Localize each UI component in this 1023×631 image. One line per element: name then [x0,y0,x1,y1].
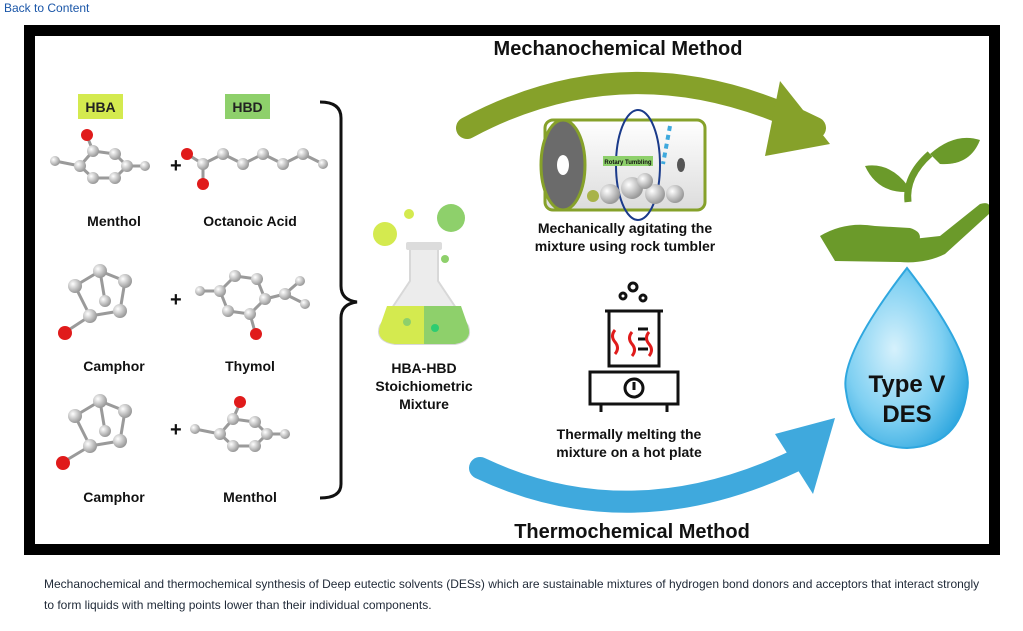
hbd-name-3: Menthol [223,489,277,505]
menthol-molecule-2 [190,396,290,452]
camphor-molecule-1 [58,264,132,340]
des-droplet-icon [844,266,969,450]
plant-hand-icon [820,137,989,263]
des-synthesis-diagram: HBA HBD + [50,38,989,543]
thermo-title: Thermochemical Method [514,521,750,543]
rock-tumbler-icon: Rotary Tumbling [539,109,707,221]
camphor-molecule-2 [56,394,132,470]
thymol-molecule [195,270,310,340]
tumbler-tag: Rotary Tumbling [604,160,652,166]
grouping-brace [319,100,358,500]
plus-sign-2: + [170,289,182,311]
hbd-name-2: Thymol [225,358,275,374]
figure-caption: Mechanochemical and thermochemical synth… [44,577,980,612]
hba-name-2: Camphor [83,358,145,374]
hbd-tag-label: HBD [232,99,262,115]
flask-icon [373,204,471,345]
hbd-tag [225,94,270,119]
product-label-line-2: DES [882,401,931,428]
hba-name-1: Menthol [87,213,141,229]
mixture-label-line-1: HBA-HBD [391,360,456,376]
hba-name-3: Camphor [83,489,145,505]
figure-canvas: HBA HBD + [35,36,989,544]
octanoic-acid-molecule [181,148,328,190]
product-label-line-1: Type V [869,371,946,398]
figure-frame: HBA HBD + [24,25,1000,555]
mechano-title: Mechanochemical Method [494,38,743,60]
mechano-arrowhead [765,81,830,156]
thermo-arrow [469,445,816,513]
plus-sign-3: + [170,419,182,441]
mixture-label-line-2: Stoichiometric [375,378,472,394]
plus-sign-1: + [170,155,182,177]
hbd-name-1: Octanoic Acid [203,213,297,229]
thermo-desc-line-1: Thermally melting the [557,426,702,442]
thermo-desc-line-2: mixture on a hot plate [556,444,702,460]
mechano-desc-line-1: Mechanically agitating the [538,220,712,236]
mechano-arrow [456,72,826,139]
hba-tag [78,94,123,119]
hba-tag-label: HBA [85,99,115,115]
menthol-molecule-1 [50,129,150,184]
thermo-arrowhead [775,418,835,494]
hot-plate-icon [588,281,680,412]
mechano-desc-line-2: mixture using rock tumbler [535,238,716,254]
back-to-content-link[interactable]: Back to Content [4,1,90,15]
mixture-label-line-3: Mixture [399,396,449,412]
